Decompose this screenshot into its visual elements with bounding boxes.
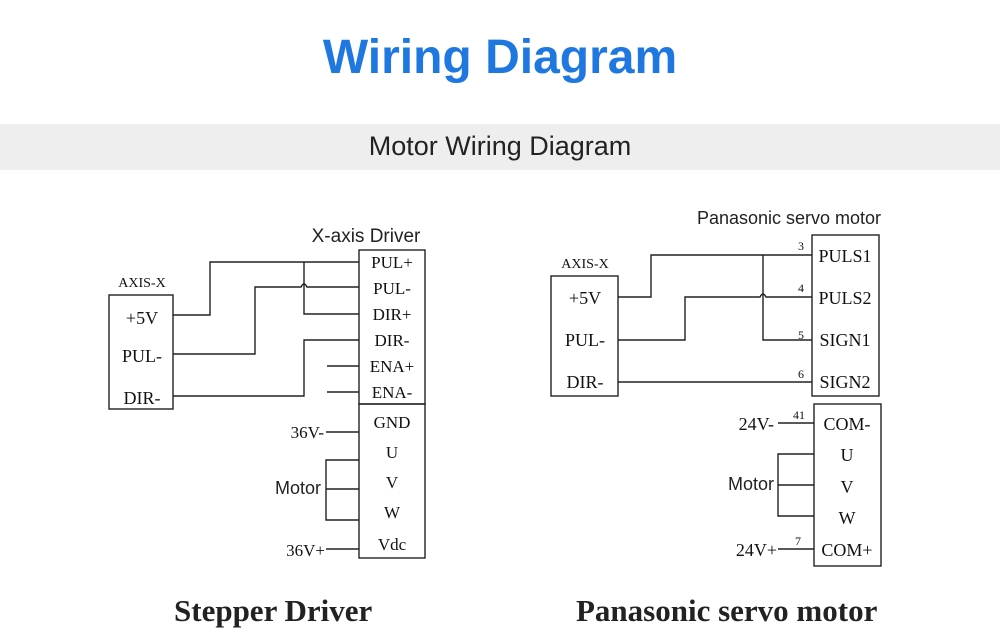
stepper-diagram: X-axis Driver AXIS-X +5V PUL- DIR- PUL+ … bbox=[108, 226, 426, 560]
servo-power-pin: U bbox=[841, 445, 854, 465]
servo-signal-pin: SIGN1 bbox=[819, 330, 870, 350]
stepper-driver-pin: DIR- bbox=[375, 331, 410, 350]
servo-pin-number: 5 bbox=[798, 328, 804, 342]
servo-motor-label: Motor bbox=[728, 474, 774, 494]
servo-pin-number: 4 bbox=[798, 281, 804, 295]
servo-power-pin: W bbox=[839, 508, 856, 528]
stepper-controller-box bbox=[108, 294, 174, 410]
section-subtitle: Motor Wiring Diagram bbox=[368, 131, 632, 161]
servo-power-pin: COM+ bbox=[821, 540, 872, 560]
servo-pin-number: 3 bbox=[798, 239, 804, 253]
wire-5v-pulplus bbox=[173, 261, 359, 316]
stepper-driver-pin: ENA+ bbox=[370, 357, 415, 376]
servo-controller-box bbox=[550, 275, 619, 397]
stepper-driver-pin: ENA- bbox=[372, 383, 413, 402]
servo-driver-title: Panasonic servo motor bbox=[697, 208, 881, 228]
wire-dir-minus bbox=[173, 339, 359, 397]
servo-controller-pin: PUL- bbox=[565, 330, 605, 350]
page-title: Wiring Diagram bbox=[322, 31, 678, 84]
servo-signal-pin: PULS1 bbox=[818, 246, 871, 266]
servo-pin-number: 6 bbox=[798, 367, 804, 381]
stepper-driver-power-pin: W bbox=[384, 503, 401, 522]
servo-caption: Panasonic servo motor bbox=[576, 593, 878, 628]
stepper-power-neg-label: 36V- bbox=[291, 423, 325, 442]
servo-power-pin: V bbox=[841, 477, 854, 497]
stepper-driver-title: X-axis Driver bbox=[312, 226, 421, 247]
stepper-controller-pin: +5V bbox=[126, 308, 158, 328]
servo-power-pos-label: 24V+ bbox=[736, 540, 777, 560]
servo-diagram: Panasonic servo motor AXIS-X +5V PUL- DI… bbox=[550, 208, 882, 567]
servo-signal-pin: SIGN2 bbox=[819, 372, 870, 392]
stepper-controller-label: AXIS-X bbox=[118, 276, 165, 291]
stepper-controller-pin: PUL- bbox=[122, 346, 162, 366]
servo-signal-pin: PULS2 bbox=[818, 288, 871, 308]
servo-pin-number: 7 bbox=[795, 534, 801, 548]
subtitle-bar bbox=[0, 124, 1000, 170]
servo-signal-box bbox=[811, 234, 880, 397]
servo-controller-pin: DIR- bbox=[567, 372, 604, 392]
wire-pul-minus bbox=[173, 283, 359, 355]
stepper-driver-power-pin: Vdc bbox=[378, 535, 407, 554]
wire-motor-uw bbox=[325, 459, 359, 521]
stepper-driver-power-box bbox=[358, 403, 426, 559]
stepper-driver-power-pin: V bbox=[386, 473, 399, 492]
stepper-driver-pin: DIR+ bbox=[373, 305, 412, 324]
stepper-driver-power-pin: U bbox=[386, 443, 398, 462]
stepper-power-pos-label: 36V+ bbox=[286, 541, 325, 560]
servo-controller-pin: +5V bbox=[569, 288, 601, 308]
servo-controller-label: AXIS-X bbox=[561, 257, 608, 272]
wire-5v-puls1 bbox=[618, 254, 812, 298]
servo-pin-number: 41 bbox=[793, 408, 805, 422]
stepper-controller-pin: DIR- bbox=[124, 388, 161, 408]
stepper-driver-power-pin: GND bbox=[374, 413, 411, 432]
stepper-driver-signal-box bbox=[358, 249, 426, 405]
wire-pul-minus-puls2 bbox=[618, 293, 812, 341]
wire-pulplus-dirplus bbox=[303, 262, 359, 315]
stepper-motor-label: Motor bbox=[275, 478, 321, 498]
stepper-caption: Stepper Driver bbox=[174, 593, 373, 628]
servo-power-pin: COM- bbox=[823, 414, 870, 434]
servo-power-neg-label: 24V- bbox=[739, 414, 774, 434]
stepper-driver-pin: PUL- bbox=[373, 279, 411, 298]
stepper-driver-pin: PUL+ bbox=[371, 253, 413, 272]
wire-puls1-sign1 bbox=[762, 255, 812, 341]
